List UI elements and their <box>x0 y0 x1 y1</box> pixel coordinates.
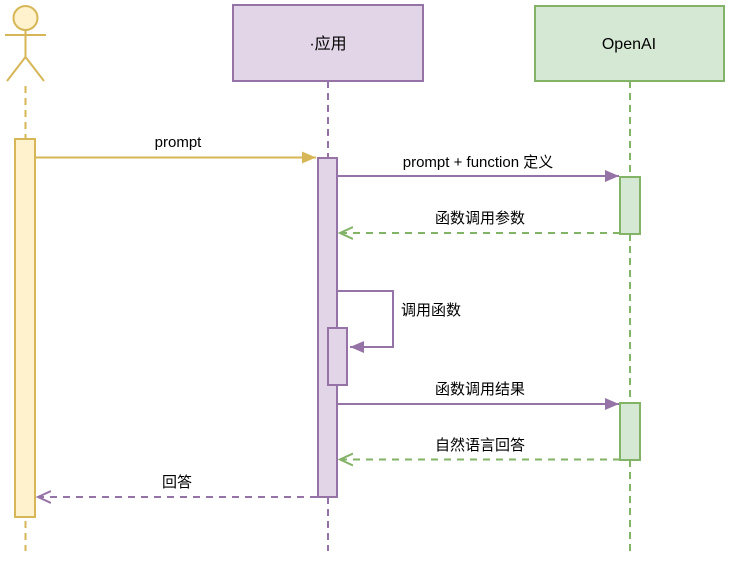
participant-app: ·应用 <box>232 4 424 551</box>
message-function-call-params: 函数调用参数 <box>340 210 620 233</box>
actor-head <box>12 5 39 31</box>
openai-activation-bar-1 <box>619 176 641 235</box>
message-self-call-loop <box>338 290 394 353</box>
app-header-box <box>232 4 424 82</box>
openai-label: OpenAI <box>602 36 656 53</box>
openai-activation-bar-2 <box>619 402 641 461</box>
app-nested-activation-bar <box>327 327 348 386</box>
message-prompt-label: prompt <box>155 134 203 151</box>
message-natural-language-answer-label: 自然语言回答 <box>435 437 525 454</box>
message-self-call-function: 调用函数 <box>338 290 461 353</box>
message-natural-language-answer: 自然语言回答 <box>340 437 620 460</box>
message-prompt-function-def-label: prompt + function 定义 <box>403 154 553 171</box>
actor-leg-right <box>24 56 45 82</box>
message-prompt: prompt <box>35 134 316 164</box>
participant-openai: OpenAI <box>534 5 725 551</box>
openai-header-box <box>534 5 725 82</box>
actor-leg-left <box>6 56 27 82</box>
app-label: ·应用 <box>309 34 346 53</box>
message-answer-label: 回答 <box>162 474 192 491</box>
message-function-call-result: 函数调用结果 <box>338 381 619 410</box>
message-prompt-function-def: prompt + function 定义 <box>338 154 619 182</box>
user-activation-bar <box>14 138 36 518</box>
message-answer: 回答 <box>38 474 317 497</box>
message-function-call-params-label: 函数调用参数 <box>435 210 525 227</box>
message-function-call-result-label: 函数调用结果 <box>435 381 525 398</box>
participant-user-actor <box>5 5 46 551</box>
message-self-call-label: 调用函数 <box>401 302 461 319</box>
